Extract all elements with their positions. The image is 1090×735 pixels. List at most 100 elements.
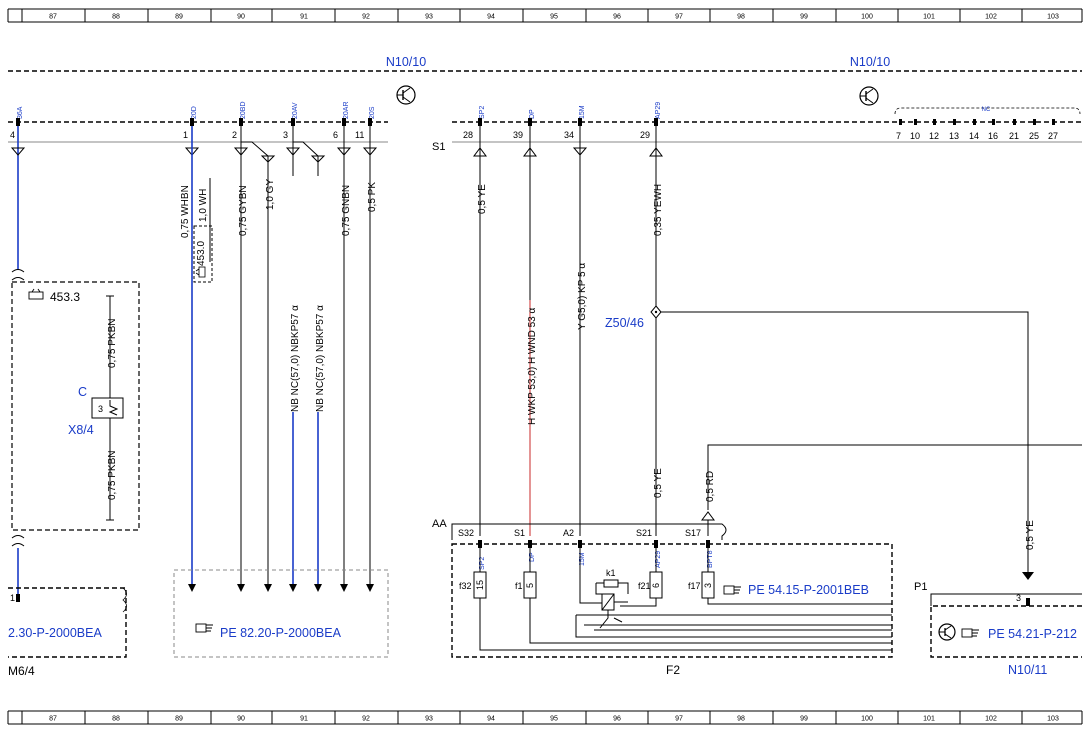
splice-box — [193, 225, 213, 283]
relay-label-k1: k1 — [606, 568, 616, 578]
pin-ticks — [16, 118, 658, 126]
pin-number-11: 11 — [355, 130, 364, 140]
arrow-down-icon — [310, 155, 326, 163]
arrow-down-icon — [10, 147, 378, 156]
wire-label-pkbn-2: 0,75 PKBN — [107, 451, 118, 500]
wire-label-gybn: 0,75 GYBN — [238, 185, 249, 236]
arrow-down-icon — [188, 584, 374, 592]
f2-code-bpt8: BPT8 — [707, 550, 714, 568]
ruler-bottom-col-87: 87 — [49, 716, 57, 723]
wire-label-nbnc: NB NC(57,0) NBKP57 α — [290, 305, 301, 412]
ruler-bottom-col-90: 90 — [237, 716, 245, 723]
aa-slot-s1: S1 — [514, 528, 525, 538]
module-label-x8-4: X8/4 — [68, 423, 94, 437]
nc-pin-25: 25 — [1029, 131, 1039, 141]
vehicle-icon — [28, 288, 44, 300]
arrow-down-icon — [260, 155, 276, 163]
m6-4-box-edge — [122, 587, 127, 613]
wire-label-yewh: 0,35 YEWH — [653, 184, 664, 236]
wire-break — [11, 535, 25, 547]
transistor-icon — [396, 85, 416, 105]
ruler-col-89: 89 — [175, 14, 183, 21]
module-label-n10-10-right: N10/10 — [850, 55, 890, 69]
wire-20bd-branch — [241, 141, 269, 585]
ruler-col-103: 103 — [1047, 14, 1059, 21]
relay-icon — [595, 579, 629, 629]
arrow-up-icon — [473, 147, 663, 157]
pin-code-ap29: AP29 — [655, 102, 662, 119]
ruler-bottom-col-101: 101 — [923, 716, 935, 723]
f2-code-ap29: AP29 — [655, 551, 662, 568]
n10-11-box — [930, 605, 1082, 658]
ruler-bottom-col-102: 102 — [985, 716, 997, 723]
ref-pe-54-15[interactable]: PE 54.15-P-2001BEB — [748, 583, 869, 597]
pin-code-20bd: 20BD — [240, 101, 247, 119]
pin-number-39: 39 — [513, 130, 523, 140]
top-ruler: 87 88 89 90 91 92 93 94 95 96 97 98 99 1… — [7, 8, 1083, 23]
ruler-bottom-col-95: 95 — [550, 716, 558, 723]
pin-number-2: 2 — [232, 130, 237, 140]
wire-label-ye-2: 0,5 YE — [653, 468, 664, 498]
nc-pin-21: 21 — [1009, 131, 1019, 141]
f2-box — [451, 543, 893, 658]
vehicle-icon — [195, 266, 206, 278]
ruler-col-99: 99 — [800, 14, 808, 21]
splice-453-3-label: 453.3 — [50, 290, 80, 304]
pin-number-4: 4 — [10, 130, 15, 140]
ruler-bottom-col-91: 91 — [300, 716, 308, 723]
ruler-col-102: 102 — [985, 14, 997, 21]
nc-pin-16: 16 — [988, 131, 998, 141]
ref-pe-82-20[interactable]: PE 82.20-P-2000BEA — [220, 626, 342, 640]
ruler-bottom-col-92: 92 — [362, 716, 370, 723]
wire-rd — [707, 444, 1082, 510]
pin-code-36a: 36A — [17, 106, 24, 119]
wire-label-ye-1: 0,5 YE — [477, 184, 488, 214]
wire-label-ye-3: 0,5 YE — [1025, 520, 1036, 550]
module-label-n10-10-left: N10/10 — [386, 55, 426, 69]
pin-tick — [1026, 598, 1030, 606]
nc-pin-12: 12 — [929, 131, 939, 141]
ref-pe-left[interactable]: 2.30-P-2000BEA — [8, 626, 102, 640]
aa-slot-s17: S17 — [685, 528, 701, 538]
wire-20av-branch — [293, 141, 319, 176]
fuse-f32-value: 15 — [475, 580, 485, 590]
aa-connector-box — [451, 523, 727, 540]
fuse-label-f21: f21 — [638, 581, 651, 591]
aa-slot-a2: A2 — [563, 528, 574, 538]
ruler-col-96: 96 — [613, 14, 621, 21]
fuse-f21-value: 6 — [651, 583, 661, 588]
pin-code-20s: 20S — [369, 106, 376, 119]
pin-number-3: 3 — [283, 130, 288, 140]
ref-pe-54-21[interactable]: PE 54.21-P-212 — [988, 627, 1077, 641]
m6-4-box — [8, 587, 127, 658]
ruler-col-88: 88 — [112, 14, 120, 21]
m6-4-pin-1: 1 — [10, 593, 15, 603]
splice-box-453-3 — [11, 281, 140, 531]
f2-code-dp: DP — [529, 552, 536, 562]
f2-internal-wiring — [479, 548, 892, 651]
ruler-bottom-col-93: 93 — [425, 716, 433, 723]
pin-number-6: 6 — [333, 130, 338, 140]
aa-slot-s21: S21 — [636, 528, 652, 538]
fuse-f1-value: 5 — [525, 583, 535, 588]
pin-code-15m: 15M — [579, 105, 586, 119]
pin-number-28: 28 — [463, 130, 473, 140]
wire-label-hwkp: H WKP 53,0) H WND 53 α — [527, 307, 538, 425]
pin-code-dp: DP — [529, 109, 536, 119]
connector-label-c: C — [78, 385, 87, 399]
nc-pin-14: 14 — [969, 131, 979, 141]
resistor-symbol — [108, 400, 119, 416]
connector-label-s1: S1 — [432, 141, 445, 153]
pin-number-34: 34 — [564, 130, 574, 140]
wire-label-pk: 0,5 PK — [367, 182, 378, 212]
pointing-hand-icon — [961, 628, 979, 638]
nc-label: NC — [982, 107, 991, 113]
ruler-col-91: 91 — [300, 14, 308, 21]
ruler-col-100: 100 — [861, 14, 873, 21]
pointing-hand-icon — [723, 585, 741, 595]
pin-number-29: 29 — [640, 130, 650, 140]
wire-label-pkbn-1: 0,75 PKBN — [107, 319, 118, 368]
splice-453-0: 453.0 — [196, 241, 207, 266]
ruler-col-95: 95 — [550, 14, 558, 21]
ruler-col-90: 90 — [237, 14, 245, 21]
